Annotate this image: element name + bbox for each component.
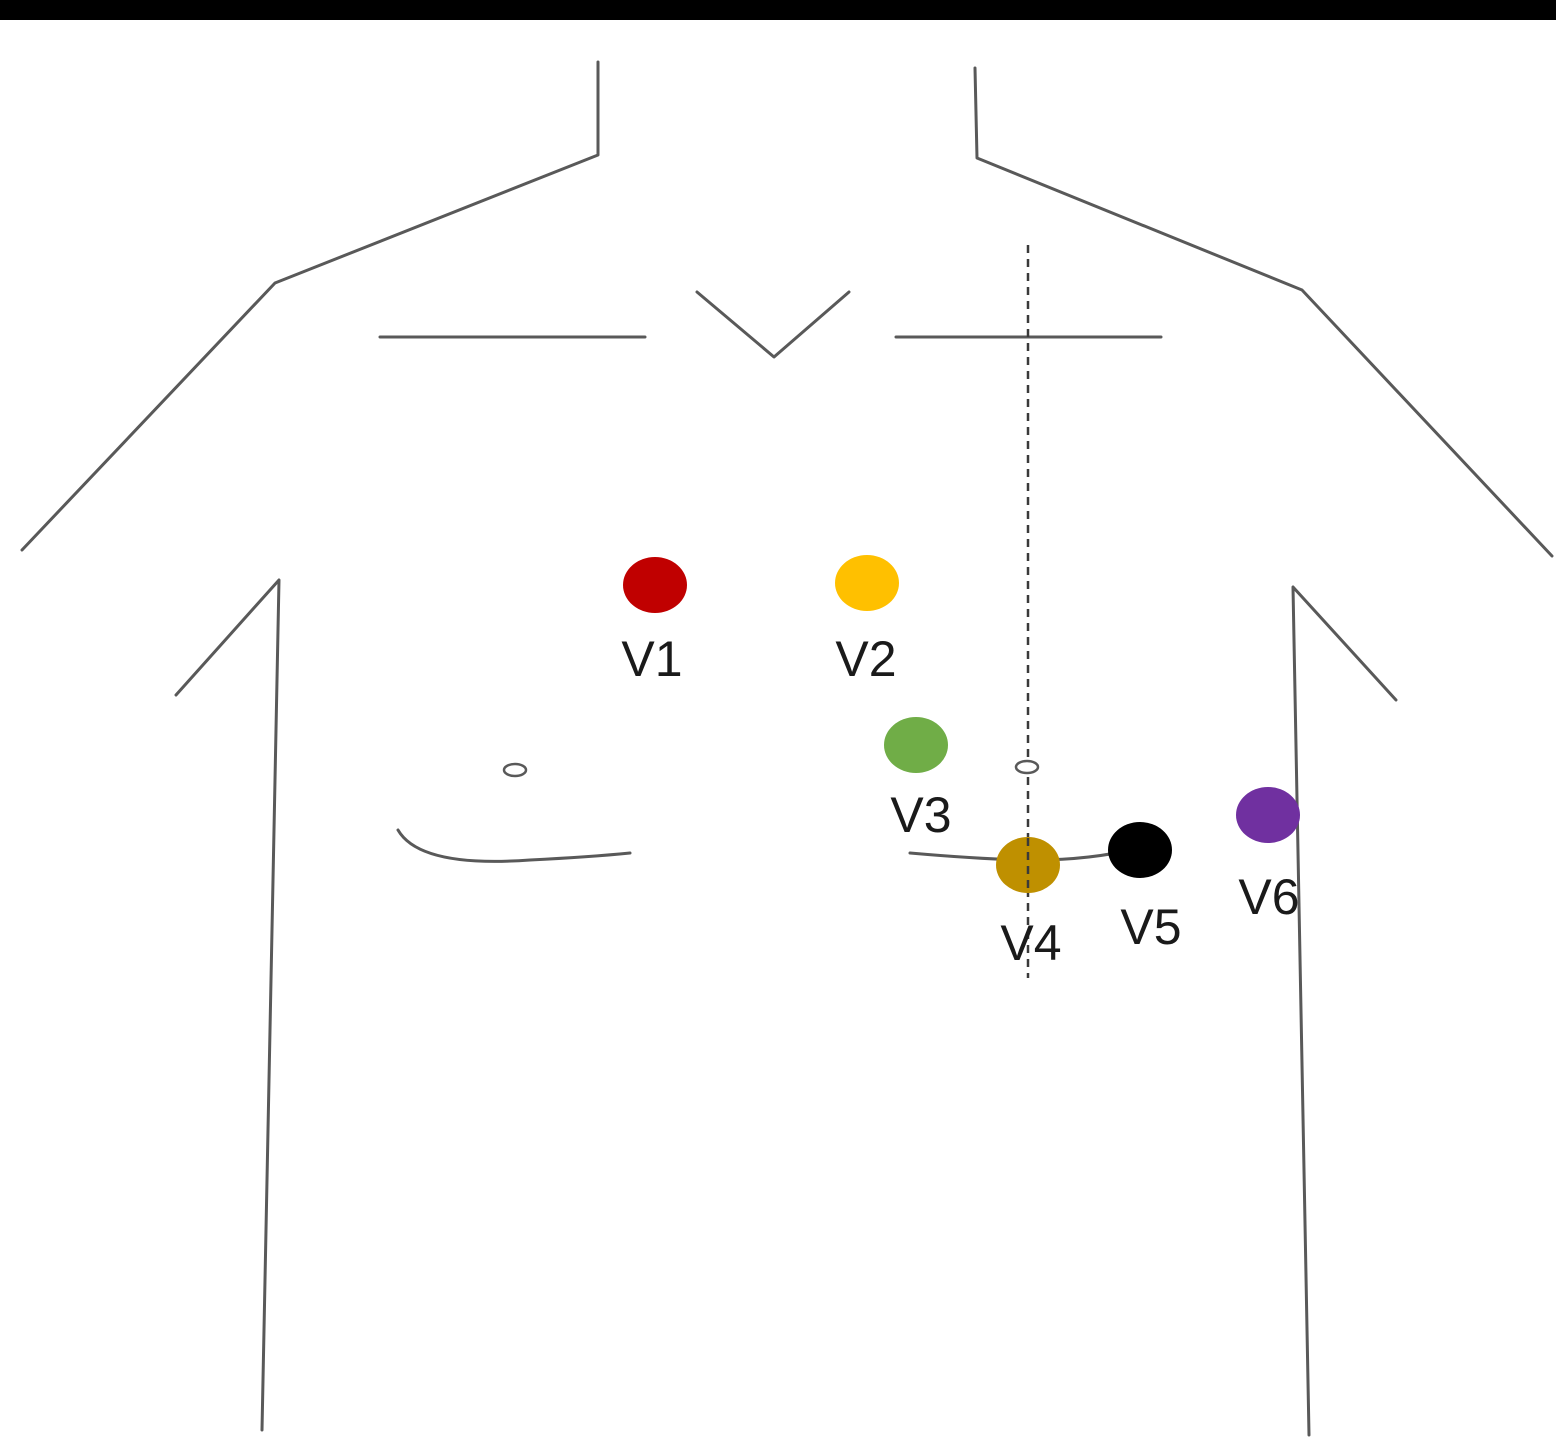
v6-electrode [1236, 787, 1300, 843]
left-arm-torso-line [176, 580, 279, 1430]
sternal-notch-line [697, 292, 849, 357]
right-arm-torso-line [1293, 587, 1396, 1435]
v5-electrode [1108, 822, 1172, 878]
v3-electrode [884, 717, 948, 773]
v1-label: V1 [621, 631, 682, 687]
v4-label: V4 [1000, 915, 1061, 971]
v3-label: V3 [890, 787, 951, 843]
v6-label: V6 [1238, 869, 1299, 925]
left-chest-curve [398, 830, 630, 861]
v2-electrode [835, 555, 899, 611]
right-nipple-marker [1016, 761, 1038, 773]
v1-electrode [623, 557, 687, 613]
left-neck-shoulder-line [22, 62, 598, 550]
left-nipple-marker [504, 764, 526, 776]
v2-label: V2 [835, 631, 896, 687]
top-border-bar [0, 0, 1556, 20]
v5-label: V5 [1120, 899, 1181, 955]
right-neck-shoulder-line [975, 68, 1552, 556]
